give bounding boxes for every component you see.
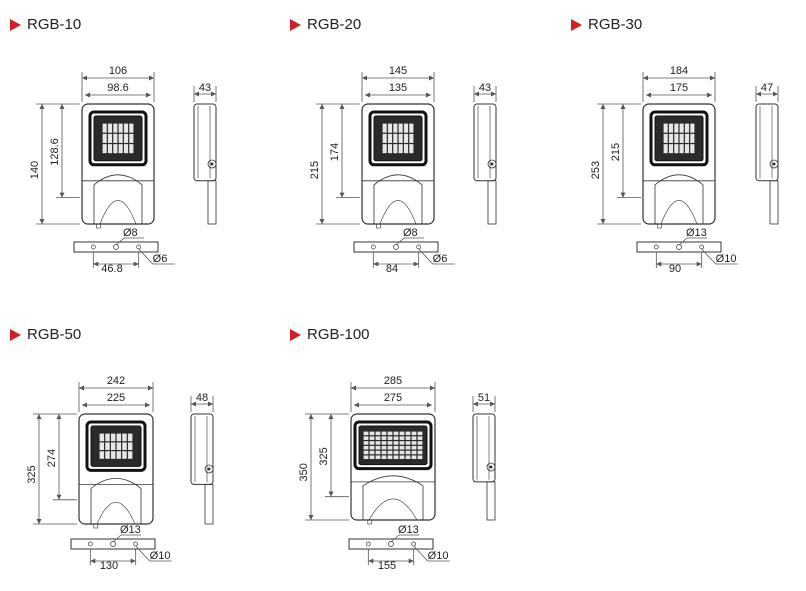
height-dimensions: 350 325 (298, 413, 349, 521)
mount-spacing-label: 90 (669, 263, 681, 275)
width-outer-label: 184 (670, 65, 688, 77)
width-outer-label: 242 (107, 375, 125, 387)
side-view (190, 413, 214, 525)
height-outer-label: 215 (309, 161, 321, 179)
depth-dimension: 43 (193, 82, 217, 102)
width-dimensions: 106 98.6 (81, 65, 155, 102)
hole-large-label: Ø13 (686, 227, 707, 239)
model-title: RGB-30 (571, 16, 642, 33)
hole-small-label: Ø6 (153, 253, 168, 265)
height-inner-label: 274 (46, 449, 58, 467)
front-view (350, 413, 436, 525)
hole-small-label: Ø10 (150, 550, 171, 562)
red-triangle-icon (10, 328, 21, 341)
model-name: RGB-20 (307, 16, 362, 33)
hole-large-label: Ø13 (398, 524, 419, 536)
mount-spacing-label: 84 (386, 263, 398, 275)
red-triangle-icon (290, 18, 301, 31)
depth-label: 43 (479, 82, 491, 94)
red-triangle-icon (290, 328, 301, 341)
height-dimensions: 253 215 (590, 103, 641, 225)
front-view (361, 103, 435, 229)
width-outer-label: 285 (384, 375, 402, 387)
front-view (78, 413, 154, 529)
height-outer-label: 140 (29, 161, 41, 179)
depth-dimension: 48 (190, 392, 214, 412)
height-outer-label: 253 (590, 161, 602, 179)
red-triangle-icon (571, 18, 582, 31)
side-view (755, 103, 779, 225)
mount-spacing-label: 155 (378, 560, 396, 572)
height-inner-label: 325 (318, 447, 330, 465)
width-inner-label: 98.6 (107, 82, 128, 94)
mount-spacing-label: 130 (100, 560, 118, 572)
model-name: RGB-50 (27, 326, 82, 343)
side-view (193, 103, 217, 225)
height-outer-label: 325 (26, 465, 38, 483)
depth-dimension: 47 (755, 82, 779, 102)
depth-label: 43 (199, 82, 211, 94)
hole-small-label: Ø6 (433, 253, 448, 265)
front-view (642, 103, 716, 229)
model-name: RGB-10 (27, 16, 82, 33)
hole-small-label: Ø10 (716, 253, 737, 265)
height-inner-label: 128.6 (49, 138, 61, 166)
width-inner-label: 175 (670, 82, 688, 94)
height-dimensions: 140 128.6 (29, 103, 80, 225)
model-title: RGB-20 (290, 16, 361, 33)
hole-large-label: Ø8 (123, 227, 138, 239)
side-view (472, 413, 496, 521)
model-name: RGB-100 (307, 326, 370, 343)
width-inner-label: 135 (389, 82, 407, 94)
depth-dimension: 51 (472, 392, 496, 412)
hole-large-label: Ø8 (403, 227, 418, 239)
width-outer-label: 106 (109, 65, 127, 77)
height-inner-label: 174 (329, 143, 341, 161)
hole-large-label: Ø13 (120, 524, 141, 536)
model-name: RGB-30 (588, 16, 643, 33)
depth-label: 47 (761, 82, 773, 94)
height-dimensions: 215 174 (309, 103, 360, 225)
height-outer-label: 350 (298, 463, 310, 481)
model-title: RGB-10 (10, 16, 81, 33)
width-inner-label: 225 (107, 392, 125, 404)
model-title: RGB-50 (10, 326, 81, 343)
depth-label: 51 (478, 392, 490, 404)
height-inner-label: 215 (610, 143, 622, 161)
width-inner-label: 275 (384, 392, 402, 404)
mount-spacing-label: 46.8 (101, 263, 122, 275)
depth-dimension: 43 (473, 82, 497, 102)
red-triangle-icon (10, 18, 21, 31)
width-outer-label: 145 (389, 65, 407, 77)
depth-label: 48 (196, 392, 208, 404)
side-view (473, 103, 497, 225)
model-title: RGB-100 (290, 326, 370, 343)
front-view (81, 103, 155, 229)
height-dimensions: 325 274 (26, 413, 77, 525)
hole-small-label: Ø10 (428, 550, 449, 562)
